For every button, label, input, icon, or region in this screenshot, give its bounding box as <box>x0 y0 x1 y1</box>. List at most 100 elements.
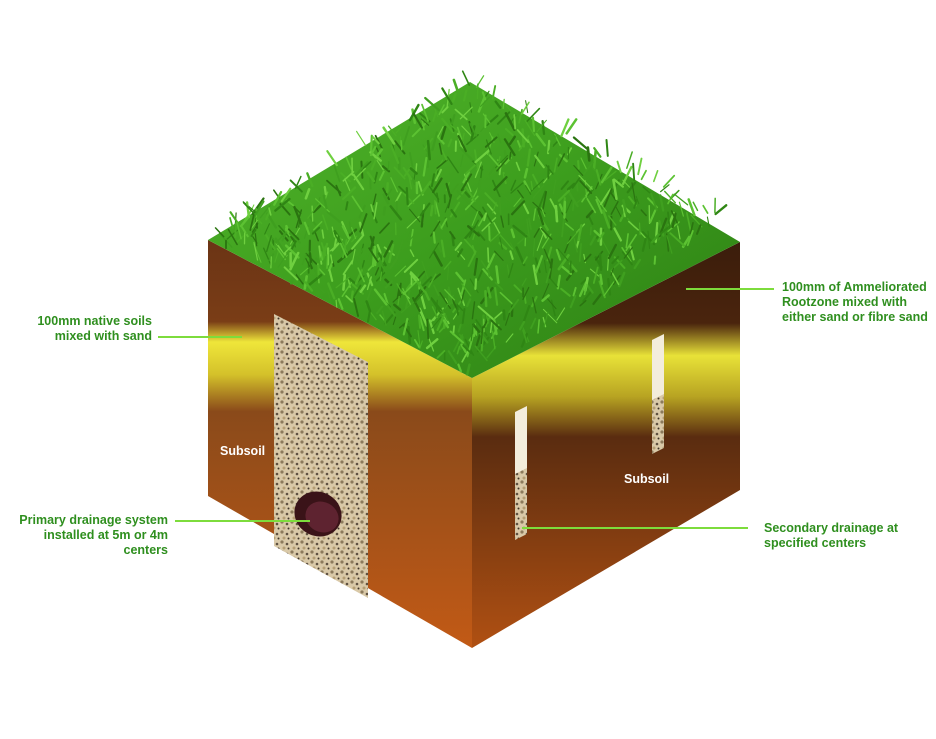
grass-blade <box>411 176 416 186</box>
grass-blade <box>566 182 576 191</box>
grass-blade <box>432 177 443 194</box>
grass-blade <box>477 305 494 320</box>
grass-blade <box>341 239 348 259</box>
grass-blade <box>440 218 448 229</box>
grass-blade <box>304 188 311 200</box>
grass-blade <box>311 226 321 235</box>
grass-blade <box>268 207 272 216</box>
grass-blade <box>670 210 679 224</box>
grass-blade <box>486 253 496 270</box>
grass-blade <box>664 190 676 204</box>
grass-blade <box>535 132 547 147</box>
grass-blade <box>407 194 421 207</box>
grass-blade <box>631 182 636 202</box>
grass-blade <box>481 206 493 224</box>
grass-blade <box>289 271 297 285</box>
grass-blade <box>502 309 506 321</box>
grass-blade <box>471 211 479 226</box>
grass-blade <box>389 205 403 221</box>
grass-blade <box>264 234 276 251</box>
grass-blade <box>387 125 397 137</box>
grass-blade <box>639 231 646 239</box>
grass-blade <box>397 295 400 306</box>
grass-blade <box>540 207 546 217</box>
grass-blade <box>382 206 387 216</box>
grass-blade <box>524 119 536 137</box>
grass-blade <box>553 157 558 173</box>
grass-blade <box>541 119 546 136</box>
grass-blade <box>236 221 242 240</box>
grass-blade <box>530 180 534 190</box>
grass-blade <box>395 240 404 260</box>
grass-blade <box>303 221 311 236</box>
grass-blade <box>289 251 300 271</box>
grass-blade <box>412 297 421 312</box>
grass-blade <box>543 248 553 268</box>
grass-blade <box>373 201 378 220</box>
grass-blade <box>632 162 636 182</box>
grass-blade <box>650 192 658 212</box>
grass-blade <box>383 240 394 258</box>
grass-blade <box>461 283 472 297</box>
grass-blade <box>376 305 384 315</box>
grass-blade <box>314 231 319 242</box>
grass-blade <box>522 286 530 301</box>
grass-blade <box>378 170 385 181</box>
grass-blade <box>473 257 478 276</box>
grass-blade <box>589 235 597 246</box>
grass-blade <box>466 298 472 308</box>
grass-blade <box>509 250 514 260</box>
grass-blade <box>484 289 488 308</box>
grass-blade <box>335 184 342 197</box>
grass-blade <box>528 217 532 231</box>
grass-blade <box>470 323 474 342</box>
grass-blade <box>383 246 395 256</box>
grass-blade <box>351 227 357 240</box>
grass-blade <box>469 278 479 294</box>
grass-blade <box>522 202 530 215</box>
grass-blade <box>557 189 571 202</box>
grass-blade <box>371 136 380 145</box>
grass-blade <box>471 245 476 255</box>
grass-blade <box>461 308 466 324</box>
grass-blade <box>457 135 467 153</box>
grass-blade <box>429 204 434 217</box>
grass-blade <box>556 274 561 290</box>
grass-blade <box>480 326 484 345</box>
grass-blade <box>436 312 446 331</box>
grass-blade <box>245 201 250 219</box>
grass-blade <box>449 183 459 196</box>
grass-blade <box>465 164 476 175</box>
grass-blade <box>381 253 385 263</box>
grass-blade <box>340 172 351 183</box>
grass-blade <box>563 200 567 219</box>
grass-blade <box>355 256 366 276</box>
grass-blade <box>484 136 498 148</box>
grass-blade <box>394 140 406 155</box>
grass-blade <box>494 311 503 319</box>
grass-blade <box>687 198 696 217</box>
grass-blade <box>612 178 625 188</box>
grass-blade <box>542 190 548 210</box>
grass-blade <box>449 330 465 344</box>
grass-blade <box>350 290 354 302</box>
grass-blade <box>510 200 526 216</box>
grass-blade <box>449 124 459 132</box>
soil-right-face <box>472 242 740 648</box>
grass-blade <box>530 317 537 330</box>
grass-blade <box>359 213 368 233</box>
grass-blade <box>497 133 502 144</box>
grass-blade <box>307 202 320 219</box>
grass-blade <box>521 101 530 115</box>
grass-blade <box>526 137 533 148</box>
grass-blade <box>561 218 565 238</box>
grass-blade <box>407 173 413 190</box>
grass-blade <box>315 257 326 269</box>
grass-blade <box>469 102 473 113</box>
grass-blade <box>603 188 613 208</box>
grass-blade <box>508 298 520 314</box>
grass-blade <box>376 148 384 157</box>
grass-blade <box>412 112 423 129</box>
grass-blade <box>339 237 349 254</box>
grass-blade <box>546 139 551 155</box>
